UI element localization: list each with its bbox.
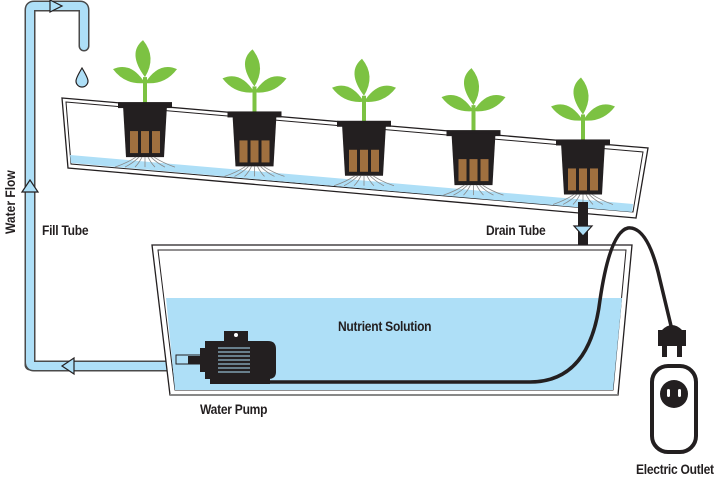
electric-outlet-label: Electric Outlet bbox=[636, 461, 714, 477]
plant bbox=[113, 40, 177, 168]
leaf-icon bbox=[441, 94, 474, 112]
leaf-icon bbox=[222, 76, 255, 93]
leaf-icon bbox=[113, 66, 145, 84]
leaf-icon bbox=[254, 76, 287, 93]
root bbox=[333, 175, 356, 187]
soil-window bbox=[590, 168, 598, 191]
drain-tube-label: Drain Tube bbox=[486, 222, 546, 238]
plant bbox=[222, 49, 287, 177]
plant bbox=[441, 68, 506, 196]
root bbox=[147, 156, 156, 168]
leaf-icon bbox=[145, 66, 177, 84]
electric-outlet-icon bbox=[650, 364, 698, 454]
root bbox=[585, 194, 594, 205]
flow-arrow-down-icon bbox=[572, 225, 594, 237]
soil-window bbox=[152, 131, 160, 154]
leaf-icon bbox=[135, 40, 151, 78]
root bbox=[114, 156, 137, 168]
leaf-icon bbox=[463, 68, 480, 106]
root bbox=[366, 175, 375, 187]
leaf-icon bbox=[354, 58, 370, 96]
soil-window bbox=[250, 140, 259, 163]
root bbox=[263, 166, 285, 177]
root bbox=[150, 156, 166, 168]
water-flow-label: Water Flow bbox=[2, 170, 18, 234]
root bbox=[591, 194, 614, 205]
root bbox=[124, 156, 140, 168]
leaf-icon bbox=[364, 85, 396, 102]
soil-window bbox=[568, 168, 576, 191]
soil-window bbox=[261, 140, 270, 163]
leaf-icon bbox=[551, 104, 583, 121]
nutrient-solution-label: Nutrient Solution bbox=[338, 318, 432, 334]
root bbox=[463, 184, 471, 196]
power-cord bbox=[270, 226, 674, 384]
plant bbox=[551, 77, 615, 205]
root bbox=[453, 184, 468, 196]
soil-window bbox=[349, 149, 357, 172]
soil-window bbox=[469, 159, 478, 182]
flow-arrow-right-icon bbox=[49, 0, 64, 13]
plants-group bbox=[113, 40, 615, 205]
water-pump-label: Water Pump bbox=[200, 401, 268, 417]
flow-arrow-up-icon bbox=[20, 178, 40, 193]
root bbox=[353, 175, 362, 187]
flow-arrow-left-icon bbox=[60, 356, 75, 376]
root bbox=[552, 194, 575, 205]
soil-window bbox=[579, 168, 587, 191]
leaf-icon bbox=[473, 94, 506, 112]
plant bbox=[332, 58, 396, 187]
root bbox=[134, 156, 143, 168]
root bbox=[257, 166, 265, 177]
root bbox=[234, 166, 249, 177]
leaf-icon bbox=[573, 77, 589, 115]
root bbox=[482, 184, 504, 196]
leaf-icon bbox=[583, 104, 615, 121]
root bbox=[479, 184, 494, 196]
soil-window bbox=[360, 149, 368, 172]
root bbox=[153, 156, 176, 168]
soil-window bbox=[480, 159, 489, 182]
root bbox=[244, 166, 252, 177]
water-pump-icon bbox=[175, 331, 276, 384]
plug-icon bbox=[658, 325, 686, 357]
soil-window bbox=[239, 140, 248, 163]
water-drop-icon bbox=[75, 66, 89, 88]
root bbox=[443, 184, 465, 196]
root bbox=[572, 194, 581, 205]
root bbox=[372, 175, 395, 187]
soil-window bbox=[371, 149, 379, 172]
soil-window bbox=[130, 131, 138, 154]
leaf-icon bbox=[244, 49, 261, 87]
soil-window bbox=[141, 131, 149, 154]
root bbox=[588, 194, 604, 205]
root bbox=[476, 184, 484, 196]
root bbox=[562, 194, 578, 205]
root bbox=[224, 166, 246, 177]
root bbox=[343, 175, 359, 187]
root bbox=[260, 166, 275, 177]
root bbox=[369, 175, 385, 187]
soil-window bbox=[458, 159, 467, 182]
fill-tube-label: Fill Tube bbox=[42, 222, 89, 238]
leaf-icon bbox=[332, 85, 364, 102]
